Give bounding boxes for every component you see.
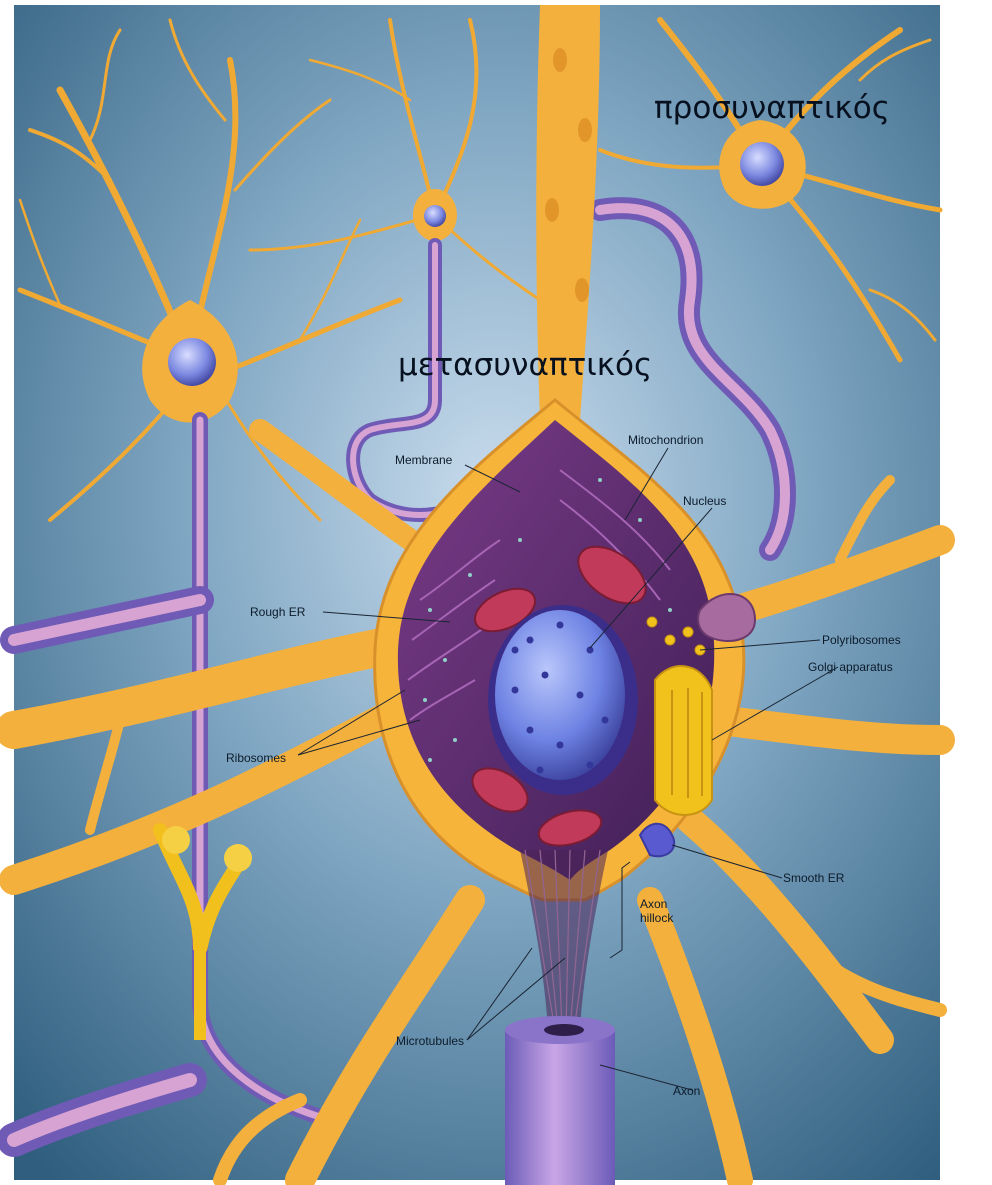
- label-axon-hillock-line2: hillock: [640, 911, 673, 925]
- label-smooth-er: Smooth ER: [783, 871, 844, 885]
- golgi-apparatus: [655, 666, 712, 815]
- label-axon-hillock-line1: Axon: [640, 897, 667, 911]
- label-rough-er: Rough ER: [250, 605, 305, 619]
- label-polyribosomes: Polyribosomes: [822, 633, 901, 647]
- label-microtubules: Microtubules: [396, 1034, 464, 1048]
- label-mitochondrion: Mitochondrion: [628, 433, 703, 447]
- label-golgi-apparatus: Golgi apparatus: [808, 660, 893, 674]
- label-axon: Axon: [673, 1084, 700, 1098]
- label-postsynaptic: μετασυναπτικός: [398, 347, 652, 383]
- label-ribosomes: Ribosomes: [226, 751, 286, 765]
- label-presynaptic: προσυναπτικός: [654, 90, 890, 126]
- label-nucleus: Nucleus: [683, 494, 726, 508]
- label-membrane: Membrane: [395, 453, 452, 467]
